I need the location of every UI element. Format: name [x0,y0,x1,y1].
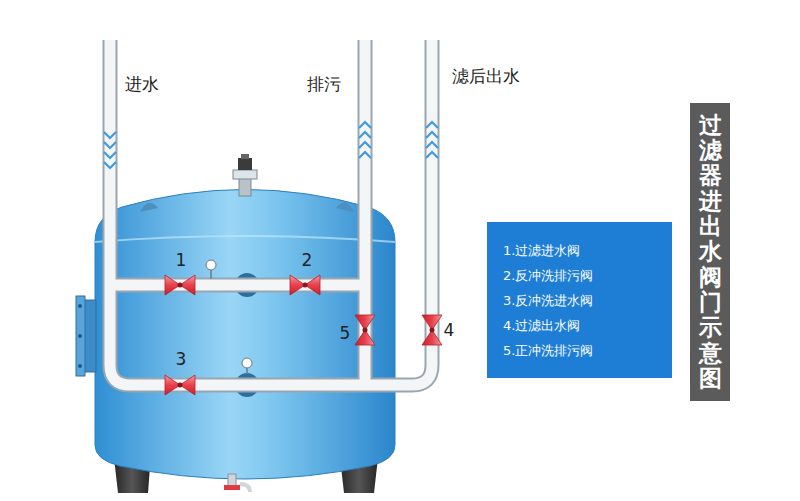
callout-number: 3 [176,349,187,369]
flow-arrow [104,122,438,168]
legend-item: 1.过滤进水阀 [503,238,656,263]
tank-body [95,190,395,480]
pipework [110,40,432,385]
bottom-drain-valve [224,474,250,492]
pipe-label: 滤后出水 [452,66,520,86]
callout-number: 4 [444,320,455,340]
callout-number: 1 [176,250,187,270]
legend-item: 3.反冲洗进水阀 [503,288,656,313]
title-band: 过滤器进出水阀门示意图 [690,103,730,401]
legend-item: 4.过滤出水阀 [503,313,656,338]
callout-number: 2 [302,250,313,270]
manhole-flange [76,296,96,376]
legend-panel: 1.过滤进水阀2.反冲洗排污阀3.反冲洗进水阀4.过滤出水阀5.正冲洗排污阀 [487,222,672,378]
pipe-label: 排污 [307,74,341,94]
pressure-gauge [206,260,252,374]
legend-item: 2.反冲洗排污阀 [503,263,656,288]
legend-item: 5.正冲洗排污阀 [503,338,656,363]
pipe-label: 进水 [125,74,159,94]
top-vent-valve [233,154,257,196]
callout-number: 5 [340,323,351,343]
lifting-lug [140,203,354,212]
diagram-title: 过滤器进出水阀门示意图 [699,113,722,391]
tank-seam [95,236,395,242]
valve-symbol [165,275,442,395]
